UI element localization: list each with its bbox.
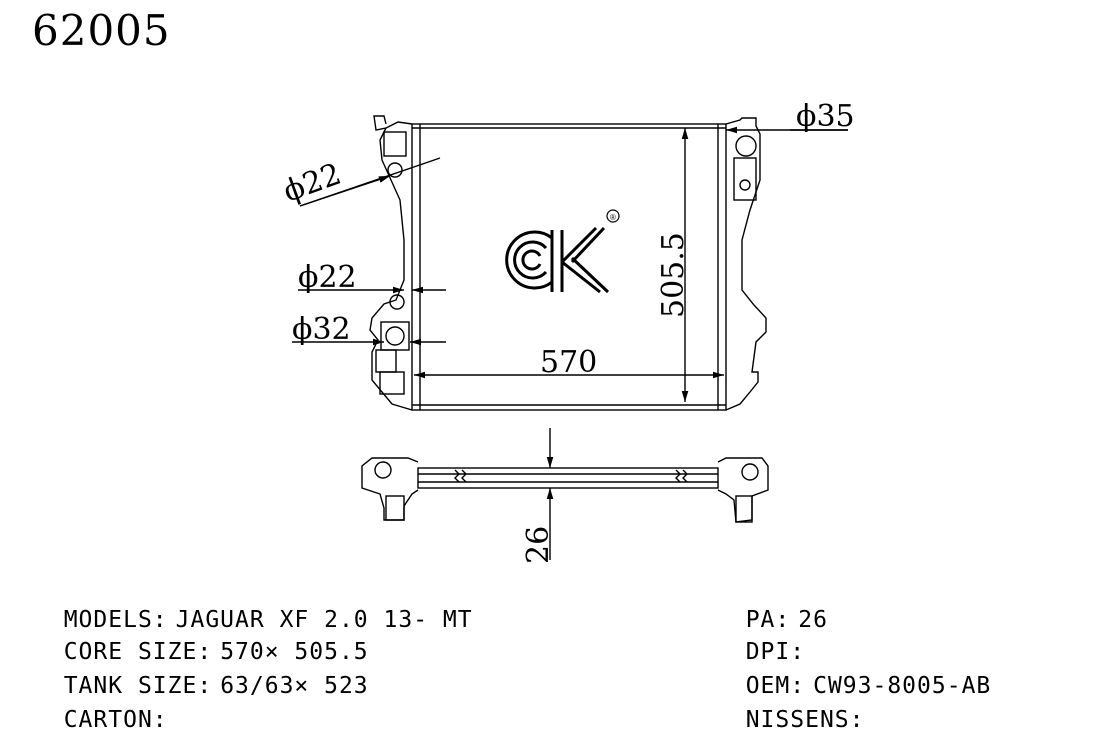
ck-logo — [505, 209, 620, 294]
left-tank — [369, 115, 413, 411]
right-tank — [725, 117, 767, 411]
radiator-core — [411, 123, 727, 411]
upper-hose-diameter-label: ϕ22 — [279, 157, 346, 210]
spec-models: MODELS:JAGUAR XF 2.0 13- MT — [63, 607, 473, 633]
core-thickness-label: 26 — [521, 526, 556, 564]
spec-nissens: NISSENS: — [745, 707, 865, 733]
inlet-diameter-label: ϕ35 — [796, 99, 855, 134]
part-number: 62005 — [32, 6, 171, 55]
outlet-diameter-label: ϕ32 — [292, 312, 351, 347]
spec-dpi: DPI: — [745, 639, 806, 665]
left-tank-side — [361, 457, 419, 521]
spec-carton: CARTON: — [63, 707, 168, 733]
spec-oem: OEM:CW93-8005-AB — [745, 673, 992, 699]
spec-tank-size: TANK SIZE:63/63× 523 — [63, 673, 369, 699]
spec-pa: PA:26 — [745, 607, 828, 633]
spec-core-size: CORE SIZE:570× 505.5 — [63, 639, 369, 665]
core-height-label: 505.5 — [656, 232, 691, 318]
core-side-view — [417, 467, 719, 489]
core-width-label: 570 — [540, 345, 597, 380]
registered-mark: ® — [610, 213, 616, 222]
middle-port-diameter-label: ϕ22 — [298, 260, 357, 295]
